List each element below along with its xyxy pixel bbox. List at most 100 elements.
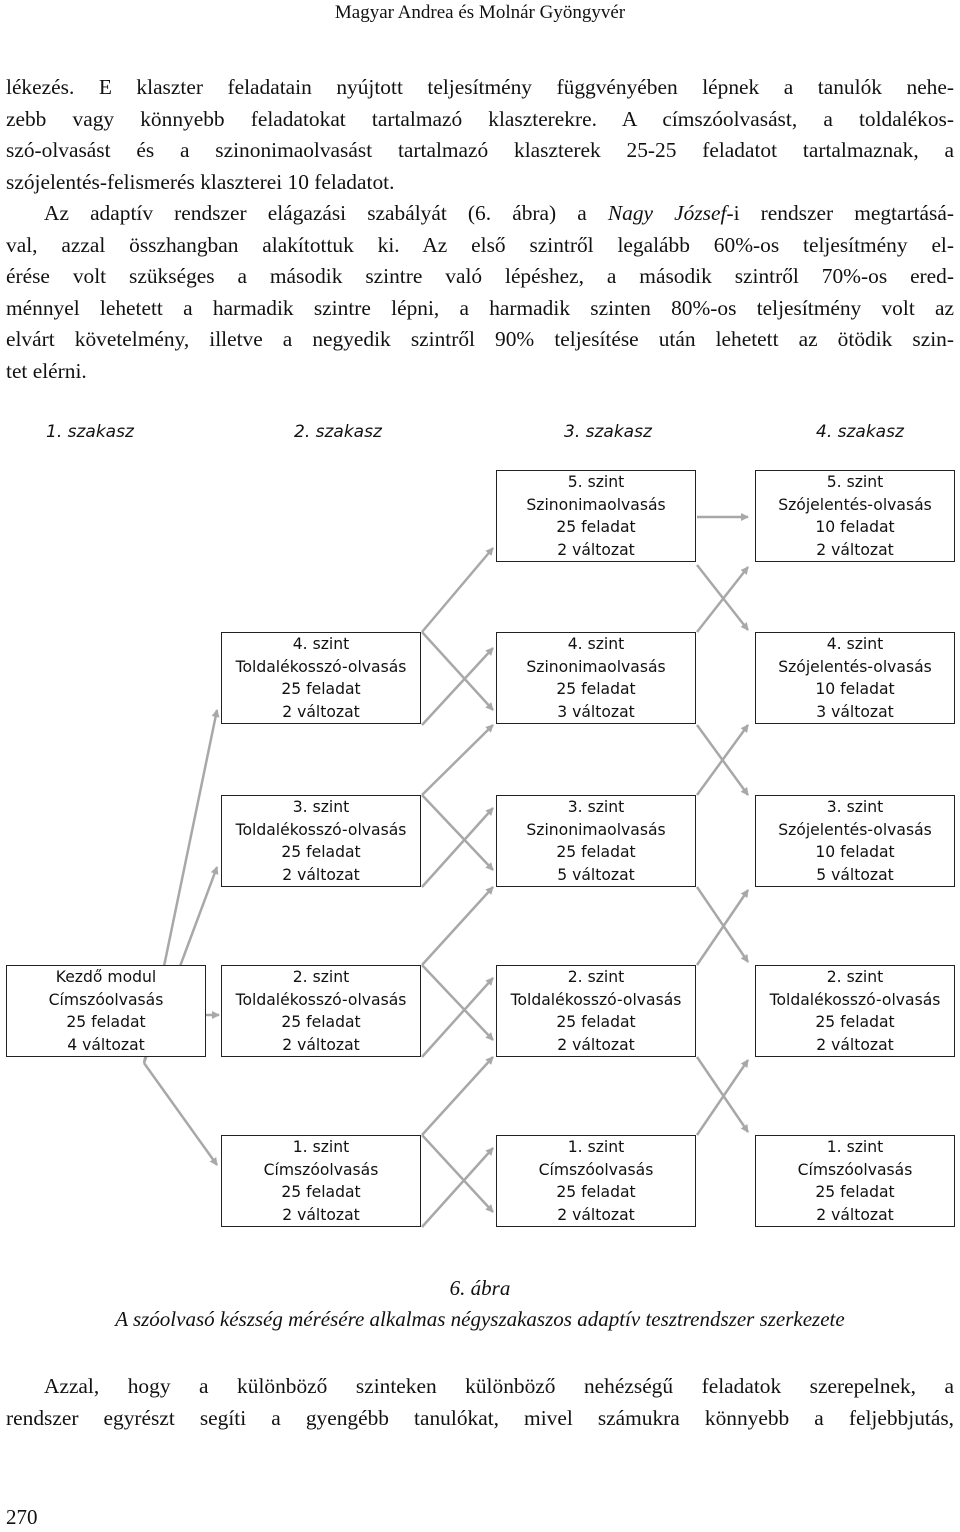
arrow	[421, 964, 494, 1041]
box-level: 4. szint	[826, 635, 884, 653]
box-cluster: Szójelentés-olvasás	[778, 657, 932, 676]
box-stage3-level2: 2. szint Toldalékosszó-olvasás 25 felada…	[496, 965, 696, 1057]
box-level: 2. szint	[292, 968, 350, 986]
box-tasks: 10 feladat	[815, 843, 895, 861]
box-tasks: 25 feladat	[66, 1013, 146, 1031]
text-line: tet elérni.	[6, 358, 87, 383]
box-stage2-level2: 2. szint Toldalékosszó-olvasás 25 felada…	[221, 965, 421, 1057]
box-tasks: 25 feladat	[815, 1013, 895, 1031]
box-stage4-level4: 4. szint Szójelentés-olvasás 10 feladat …	[755, 632, 955, 724]
box-tasks: 25 feladat	[556, 518, 636, 536]
text-span: -i rendszer megtartásá-	[726, 201, 954, 225]
box-stage3-level3: 3. szint Szinonimaolvasás 25 feladat 5 v…	[496, 795, 696, 887]
box-cluster: Címszóolvasás	[48, 990, 164, 1009]
box-variants: 2 változat	[816, 1035, 894, 1054]
box-tasks: 25 feladat	[815, 1183, 895, 1201]
box-stage4-level3: 3. szint Szójelentés-olvasás 10 feladat …	[755, 795, 955, 887]
box-stage3-level4: 4. szint Szinonimaolvasás 25 feladat 3 v…	[496, 632, 696, 724]
text-line: elvárt követelmény, illetve a negyedik s…	[6, 327, 954, 351]
box-cluster: Toldalékosszó-olvasás	[235, 820, 407, 839]
arrow	[421, 724, 494, 796]
box-variants: 3 változat	[816, 702, 894, 721]
arrow	[695, 886, 750, 963]
box-cluster: Szójelentés-olvasás	[778, 495, 932, 514]
arrow	[421, 807, 494, 888]
text-line: szójelentés-felismerés klaszterei 10 fel…	[6, 169, 395, 194]
box-level: 5. szint	[567, 473, 625, 491]
paragraph-3: Azzal, hogy a különböző szinteken különb…	[6, 1371, 954, 1434]
box-stage4-level2: 2. szint Toldalékosszó-olvasás 25 felada…	[755, 965, 955, 1057]
box-level: 1. szint	[292, 1138, 350, 1156]
box-variants: 5 változat	[557, 865, 635, 884]
arrow	[421, 886, 494, 966]
text-line: lékezés. E klaszter feladatain nyújtott …	[6, 75, 954, 99]
box-level: Kezdő modul	[55, 968, 157, 986]
arrow	[421, 1056, 494, 1136]
figure-caption: A szóolvasó készség mérésére alkalmas né…	[115, 1307, 845, 1331]
box-cluster: Címszóolvasás	[538, 1160, 654, 1179]
box-level: 1. szint	[567, 1138, 625, 1156]
box-cluster: Szinonimaolvasás	[526, 820, 666, 839]
box-tasks: 25 feladat	[556, 680, 636, 698]
box-level: 2. szint	[826, 968, 884, 986]
arrow	[142, 1062, 219, 1166]
stage-label-2: 2. szakasz	[294, 422, 382, 442]
text-span: Az adaptív rendszer elágazási szabályát …	[44, 201, 608, 225]
box-variants: 2 változat	[557, 1205, 635, 1224]
box-variants: 3 változat	[557, 702, 635, 721]
box-cluster: Toldalékosszó-olvasás	[235, 657, 407, 676]
running-header: Magyar Andrea és Molnár Gyöngyvér	[334, 2, 626, 23]
stage-label-1: 1. szakasz	[46, 422, 134, 442]
box-variants: 2 változat	[816, 1205, 894, 1224]
arrow	[695, 889, 750, 966]
box-variants: 2 változat	[557, 1035, 635, 1054]
arrow	[695, 1056, 750, 1133]
box-stage3-level5: 5. szint Szinonimaolvasás 25 feladat 2 v…	[496, 470, 696, 562]
text-line: ménnyel lehetett a harmadik szintre lépn…	[6, 295, 954, 320]
box-level: 2. szint	[567, 968, 625, 986]
box-stage2-level3: 3. szint Toldalékosszó-olvasás 25 felada…	[221, 795, 421, 887]
text-line: érése volt szükséges a második szintre v…	[6, 264, 954, 288]
text-line: szó-olvasást és a szinonimaolvasást tart…	[6, 138, 954, 162]
paragraph-2: Az adaptív rendszer elágazási szabályát …	[6, 198, 954, 387]
box-stage4-level1: 1. szint Címszóolvasás 25 feladat 2 vált…	[755, 1135, 955, 1227]
arrow	[421, 647, 494, 726]
box-cluster: Toldalékosszó-olvasás	[510, 990, 682, 1009]
box-stage4-level5: 5. szint Szójelentés-olvasás 10 feladat …	[755, 470, 955, 562]
arrow	[421, 1134, 494, 1213]
box-tasks: 25 feladat	[281, 680, 361, 698]
box-cluster: Szinonimaolvasás	[526, 657, 666, 676]
box-tasks: 10 feladat	[815, 680, 895, 698]
box-level: 1. szint	[826, 1138, 884, 1156]
box-variants: 2 változat	[816, 540, 894, 559]
page-number: 270	[6, 1505, 38, 1529]
box-cluster: Címszóolvasás	[797, 1160, 913, 1179]
text-line: Az adaptív rendszer elágazási szabályát …	[6, 198, 954, 230]
box-tasks: 10 feladat	[815, 518, 895, 536]
box-level: 3. szint	[292, 798, 350, 816]
arrow	[696, 566, 749, 633]
arrow	[421, 977, 494, 1058]
author-name: Nagy József	[607, 201, 727, 225]
box-variants: 5 változat	[816, 865, 894, 884]
box-start-module: Kezdő modul Címszóolvasás 25 feladat 4 v…	[6, 965, 206, 1057]
box-level: 4. szint	[567, 635, 625, 653]
arrow	[421, 631, 494, 711]
box-cluster: Toldalékosszó-olvasás	[769, 990, 941, 1009]
arrow	[695, 1059, 750, 1136]
box-variants: 2 változat	[282, 1205, 360, 1224]
box-level: 3. szint	[567, 798, 625, 816]
box-cluster: Szójelentés-olvasás	[778, 820, 932, 839]
box-stage3-level1: 1. szint Címszóolvasás 25 feladat 2 vált…	[496, 1135, 696, 1227]
box-variants: 2 változat	[282, 865, 360, 884]
text-line: val, azzal összhangban alakítottuk ki. A…	[6, 232, 954, 257]
box-level: 3. szint	[826, 798, 884, 816]
box-variants: 2 változat	[282, 1035, 360, 1054]
box-tasks: 25 feladat	[556, 843, 636, 861]
box-stage2-level1: 1. szint Címszóolvasás 25 feladat 2 vált…	[221, 1135, 421, 1227]
box-cluster: Toldalékosszó-olvasás	[235, 990, 407, 1009]
box-variants: 4 változat	[67, 1035, 145, 1054]
stage-label-4: 4. szakasz	[816, 422, 904, 442]
box-cluster: Szinonimaolvasás	[526, 495, 666, 514]
